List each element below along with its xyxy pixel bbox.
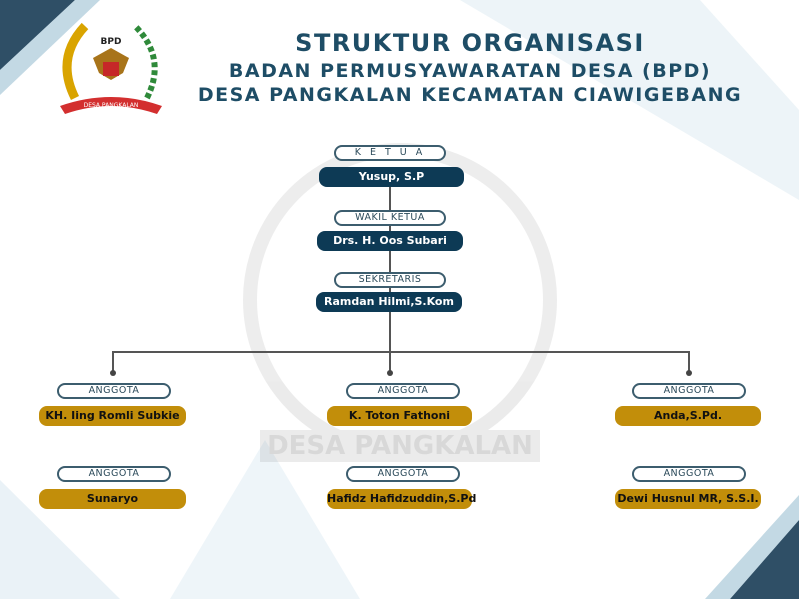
svg-text:BPD: BPD: [101, 37, 122, 47]
connector-dot: [686, 370, 692, 376]
connector-right: [688, 351, 690, 373]
name-box-anggota: Sunaryo: [39, 489, 186, 509]
name-box-anggota: Anda,S.Pd.: [615, 406, 761, 426]
role-label-anggota: ANGGOTA: [57, 466, 171, 482]
connector-horizontal: [112, 351, 690, 353]
title-line-2: BADAN PERMUSYAWARATAN DESA (BPD): [228, 60, 712, 82]
role-label-wakil-ketua: WAKIL KETUA: [334, 210, 446, 226]
role-label-anggota: ANGGOTA: [346, 466, 460, 482]
bpd-logo: BPD DESA PANGKALAN: [60, 22, 162, 114]
connector-dot: [387, 370, 393, 376]
watermark-text: DESA PANGKALAN: [267, 431, 533, 461]
connector-left: [112, 351, 114, 373]
connector-mid: [389, 351, 391, 373]
title-line-1: STRUKTUR ORGANISASI: [295, 29, 645, 57]
name-box-anggota: K. Toton Fathoni: [327, 406, 472, 426]
role-label-anggota: ANGGOTA: [346, 383, 460, 399]
role-label-ketua: K E T U A: [334, 145, 446, 161]
title-line-3: DESA PANGKALAN KECAMATAN CIAWIGEBANG: [197, 84, 743, 106]
role-label-anggota: ANGGOTA: [57, 383, 171, 399]
name-box-anggota: Dewi Husnul MR, S.S.I.: [615, 489, 761, 509]
name-box-wakil-ketua: Drs. H. Oos Subari: [317, 231, 463, 251]
role-label-sekretaris: SEKRETARIS: [334, 272, 446, 288]
name-box-sekretaris: Ramdan Hilmi,S.Kom: [316, 292, 462, 312]
name-box-anggota: Hafidz Hafidzuddin,S.Pd: [327, 489, 476, 509]
svg-text:DESA PANGKALAN: DESA PANGKALAN: [84, 102, 139, 109]
name-box-ketua: Yusup, S.P: [319, 167, 464, 187]
name-box-anggota: KH. Iing Romli Subkie: [39, 406, 186, 426]
role-label-anggota: ANGGOTA: [632, 383, 746, 399]
role-label-anggota: ANGGOTA: [632, 466, 746, 482]
connector-vertical-main: [389, 186, 391, 352]
connector-dot: [110, 370, 116, 376]
